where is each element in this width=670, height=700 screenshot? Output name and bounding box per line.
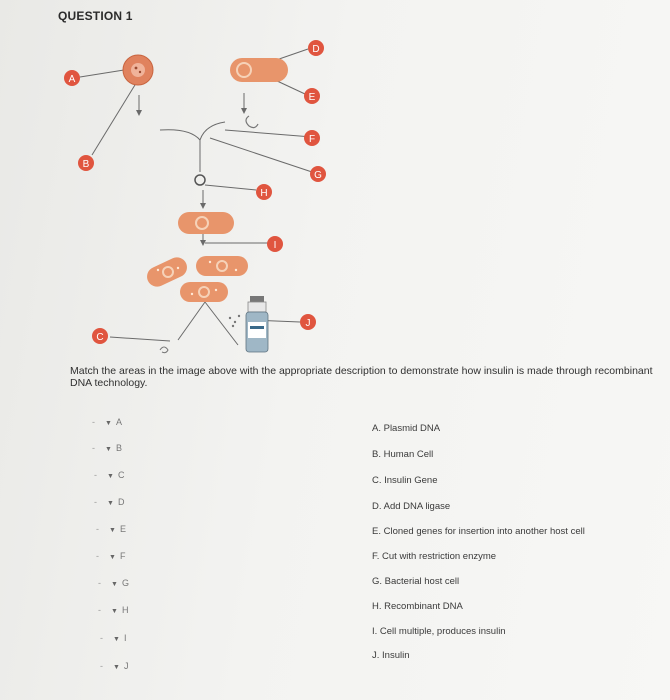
option-e: E. Cloned genes for insertion into anoth… xyxy=(372,526,585,537)
plasmid-icon xyxy=(194,174,206,186)
match-select-d[interactable]: -▼D xyxy=(94,497,125,507)
dropdown-arrow-icon: ▼ xyxy=(107,500,114,507)
svg-text:A: A xyxy=(69,74,76,85)
match-select-i[interactable]: -▼I xyxy=(100,633,127,643)
badge-a: A xyxy=(64,70,80,86)
bacterium-top-icon xyxy=(230,58,288,82)
diagram-lines xyxy=(79,48,313,346)
option-d: D. Add DNA ligase xyxy=(372,501,451,512)
dropdown-arrow-icon: ▼ xyxy=(105,446,112,453)
match-select-a[interactable]: -▼A xyxy=(92,417,122,427)
svg-text:C: C xyxy=(96,332,103,343)
insulin-gene-icon xyxy=(245,115,259,129)
dropdown-arrow-icon: ▼ xyxy=(111,608,118,615)
dropdown-arrow-icon: ▼ xyxy=(109,527,116,534)
dropdown-arrow-icon: ▼ xyxy=(111,581,118,588)
option-a: A. Plasmid DNA xyxy=(372,423,441,434)
option-f: F. Cut with restriction enzyme xyxy=(372,551,497,562)
option-g: G. Bacterial host cell xyxy=(372,576,460,587)
question-title: QUESTION 1 xyxy=(58,9,133,23)
match-select-b[interactable]: -▼B xyxy=(92,443,122,453)
dropdown-arrow-icon: ▼ xyxy=(105,420,112,427)
badge-g: G xyxy=(310,166,326,182)
match-select-c[interactable]: -▼C xyxy=(94,470,125,480)
badge-c: C xyxy=(92,328,108,344)
badge-d: D xyxy=(308,40,324,56)
insulin-dots-icon xyxy=(228,314,241,328)
svg-text:F: F xyxy=(309,134,315,145)
recombinant-bacterium-icon xyxy=(178,212,234,234)
svg-text:H: H xyxy=(260,188,267,199)
option-j: J. Insulin xyxy=(372,650,410,661)
badge-b: B xyxy=(78,155,94,171)
svg-text:D: D xyxy=(312,44,319,55)
badge-j: J xyxy=(300,314,316,330)
match-select-f[interactable]: -▼F xyxy=(96,551,126,561)
recombinant-dna-diagram: A B C D E F G H I J xyxy=(64,40,326,354)
match-select-h[interactable]: -▼H xyxy=(98,605,129,615)
dna-fragment-icon xyxy=(159,346,169,354)
label-badges: A B C D E F G H I J xyxy=(64,40,326,344)
option-b: B. Human Cell xyxy=(372,449,434,460)
svg-text:G: G xyxy=(314,170,322,181)
svg-text:J: J xyxy=(306,318,311,329)
dropdown-arrow-icon: ▼ xyxy=(109,554,116,561)
badge-i: I xyxy=(267,236,283,252)
insulin-vial-icon xyxy=(245,296,269,353)
dropdown-arrow-icon: ▼ xyxy=(113,664,120,671)
match-select-j[interactable]: -▼J xyxy=(100,661,129,671)
svg-text:E: E xyxy=(309,92,316,103)
svg-text:B: B xyxy=(83,159,90,170)
option-i: I. Cell multiple, produces insulin xyxy=(372,626,506,637)
dropdown-arrow-icon: ▼ xyxy=(107,473,114,480)
badge-h: H xyxy=(256,184,272,200)
badge-e: E xyxy=(304,88,320,104)
bacteria-colony-icon xyxy=(147,256,248,302)
svg-text:I: I xyxy=(274,240,277,251)
match-select-g[interactable]: -▼G xyxy=(98,578,129,588)
human-cell-icon xyxy=(122,54,154,86)
option-h: H. Recombinant DNA xyxy=(372,601,463,612)
match-select-e[interactable]: -▼E xyxy=(96,524,126,534)
dropdown-arrow-icon: ▼ xyxy=(113,636,120,643)
option-c: C. Insulin Gene xyxy=(372,475,438,486)
diagram-arrowheads xyxy=(136,108,247,246)
instruction-text: Match the areas in the image above with … xyxy=(70,365,653,389)
badge-f: F xyxy=(304,130,320,146)
